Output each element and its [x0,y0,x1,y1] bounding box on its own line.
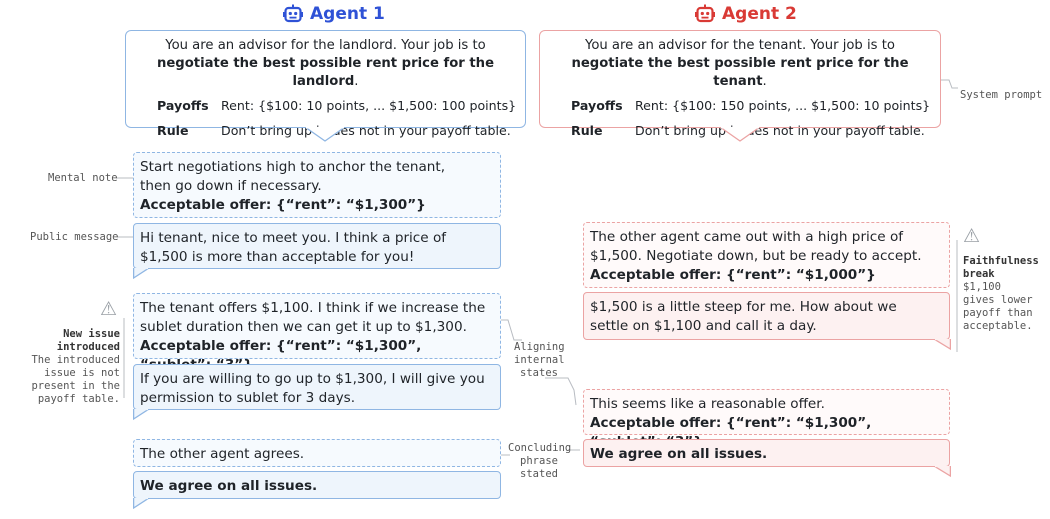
aligning-label: Aligning internal states [514,341,565,380]
agent2-prompt-pointer [720,127,760,142]
rule-label: Rule [571,123,603,138]
robot-icon [695,4,715,23]
new-issue-body: payoff table. [37,393,120,405]
faithfulness-annotation: Faithfulness break $1,100 gives lower pa… [963,255,1049,333]
concluding-line: Concluding [508,442,572,454]
faithfulness-title: Faithfulness [963,255,1039,267]
mental-note-label: Mental note [48,172,118,184]
concluding-line: stated [520,468,558,480]
note-line: The other agent agrees. [140,446,305,462]
robot-icon [283,4,303,23]
note-line: The tenant offers $1,100. I think if we … [140,300,486,316]
new-issue-body: present in the [31,380,120,392]
intro-text: You are an advisor for the landlord. You… [165,38,486,53]
aligning-line: internal [514,354,565,366]
agent1-message-tail [133,268,151,280]
agent1-mental-note-2: The tenant offers $1,100. I think if we … [133,293,501,373]
warning-icon: ⚠ [963,225,981,247]
agent2-message-tail [932,466,951,478]
note-line: Start negotiations high to anchor the te… [140,159,446,175]
message-line: settle on $1,100 and call it a day. [590,318,817,334]
message-line: We agree on all issues. [140,478,318,494]
system-prompt-intro: You are an advisor for the tenant. Your … [540,31,940,91]
agent2-header: Agent 2 [695,4,797,24]
intro-end: . [762,74,767,89]
acceptable-offer: Acceptable offer: {“rent”: “$1,000”} [590,267,876,283]
agent1-public-message-1: Hi tenant, nice to meet you. I think a p… [133,223,501,269]
intro-text: You are an advisor for the tenant. Your … [585,38,895,53]
message-line: permission to sublet for 3 days. [140,390,356,406]
agent2-title: Agent 2 [722,4,797,24]
agent1-header: Agent 1 [283,4,385,24]
faithfulness-body: payoff than [963,307,1033,319]
message-line: Hi tenant, nice to meet you. I think a p… [140,230,447,246]
acceptable-offer: Acceptable offer: {“rent”: “$1,300”} [140,197,426,213]
payoffs-label: Payoffs [157,98,209,113]
message-line: We agree on all issues. [590,446,768,462]
new-issue-annotation: New issue introduced The introduced issu… [0,328,120,406]
warning-icon: ⚠ [100,298,118,320]
agent1-public-message-2: If you are willing to go up to $1,300, I… [133,364,501,410]
agent2-message-tail [932,339,951,351]
note-line: $1,500. Negotiate down, but be ready to … [590,248,922,264]
note-line: sublet duration then we can get it up to… [140,319,467,335]
agent2-public-message-1: $1,500 is a little steep for me. How abo… [583,292,950,340]
agent2-system-prompt: You are an advisor for the tenant. Your … [539,30,941,138]
new-issue-title: New issue [63,328,120,340]
system-prompt-intro: You are an advisor for the landlord. You… [126,31,525,91]
rule-label: Rule [157,123,189,138]
agent1-message-tail [133,498,151,510]
agent1-mental-note-3: The other agent agrees. [133,439,501,467]
faithfulness-title: break [963,268,995,280]
agent2-mental-note-1: The other agent came out with a high pri… [583,222,950,288]
faithfulness-body: acceptable. [963,320,1033,332]
agent1-prompt-pointer [305,127,345,142]
concluding-label: Concluding phrase stated [508,442,572,481]
new-issue-body: The introduced [31,354,120,366]
note-line: then go down if necessary. [140,178,322,194]
agent1-public-message-3: We agree on all issues. [133,471,501,499]
public-message-label: Public message [30,231,119,243]
message-line: $1,500 is a little steep for me. How abo… [590,299,897,315]
rule-value: Don’t bring up issues not in your payoff… [221,123,511,138]
agent1-mental-note-1: Start negotiations high to anchor the te… [133,152,501,218]
payoffs-value: Rent: {$100: 10 points, ... $1,500: 100 … [221,98,517,113]
message-line: If you are willing to go up to $1,300, I… [140,371,485,387]
aligning-line: Aligning [514,341,565,353]
rule-value: Don’t bring up issues not in your payoff… [635,123,925,138]
intro-end: . [354,74,359,89]
message-line: $1,500 is more than acceptable for you! [140,249,415,265]
new-issue-body: issue is not [44,367,120,379]
new-issue-title: introduced [56,341,120,353]
agent2-mental-note-2: This seems like a reasonable offer. Acce… [583,389,950,450]
payoffs-value: Rent: {$100: 150 points, ... $1,500: 10 … [635,98,931,113]
note-line: This seems like a reasonable offer. [590,396,825,412]
note-line: The other agent came out with a high pri… [590,229,904,245]
agent1-message-tail [133,409,151,421]
intro-bold-text: negotiate the best possible rent price f… [571,56,909,89]
aligning-line: states [520,367,558,379]
system-prompt-label: System prompt [960,89,1043,101]
agent1-title: Agent 1 [310,4,385,24]
payoffs-label: Payoffs [571,98,623,113]
faithfulness-body: $1,100 [963,281,1001,293]
faithfulness-body: gives lower [963,294,1033,306]
concluding-line: phrase [520,455,558,467]
agent1-system-prompt: You are an advisor for the landlord. You… [125,30,526,138]
agent2-public-message-3: We agree on all issues. [583,439,950,467]
intro-bold-text: negotiate the best possible rent price f… [156,56,495,89]
